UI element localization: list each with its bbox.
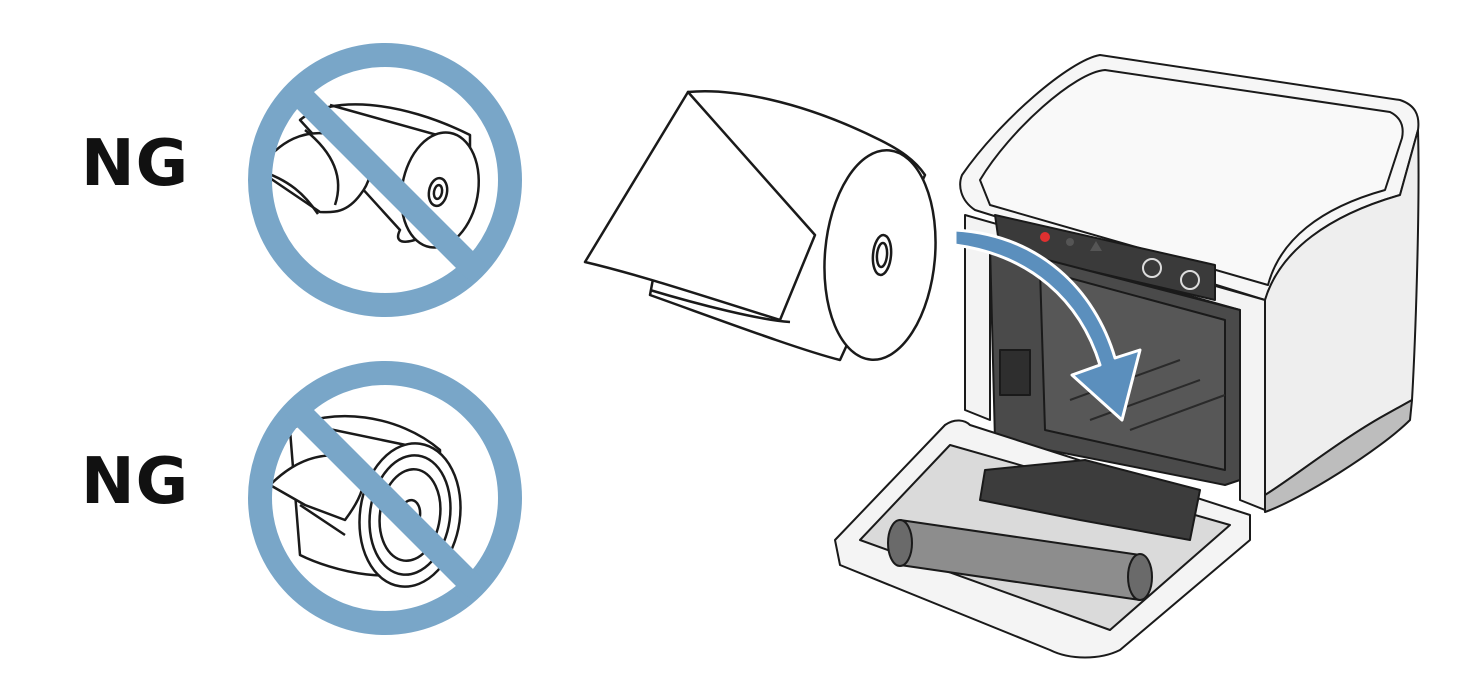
- prohibited-roll-bottom-icon: [248, 361, 522, 635]
- roll-paper-icon: [583, 90, 937, 362]
- prohibition-slash-top: [285, 80, 485, 280]
- warning-indicator-icon: [1090, 241, 1102, 251]
- prohibition-circle-top: [248, 43, 522, 317]
- ng-label-top: NG: [81, 127, 190, 201]
- power-icon: [1180, 270, 1200, 290]
- prohibited-roll-top-icon: [248, 43, 522, 317]
- status-indicator-icon: [1066, 238, 1074, 246]
- prohibition-slash-bottom: [285, 398, 485, 598]
- feed-icon: [1142, 258, 1162, 278]
- error-indicator-icon: [1040, 232, 1050, 242]
- prohibition-circle-bottom: [248, 361, 522, 635]
- ng-label-bottom: NG: [81, 445, 190, 519]
- curved-arrow-icon: [953, 228, 1142, 422]
